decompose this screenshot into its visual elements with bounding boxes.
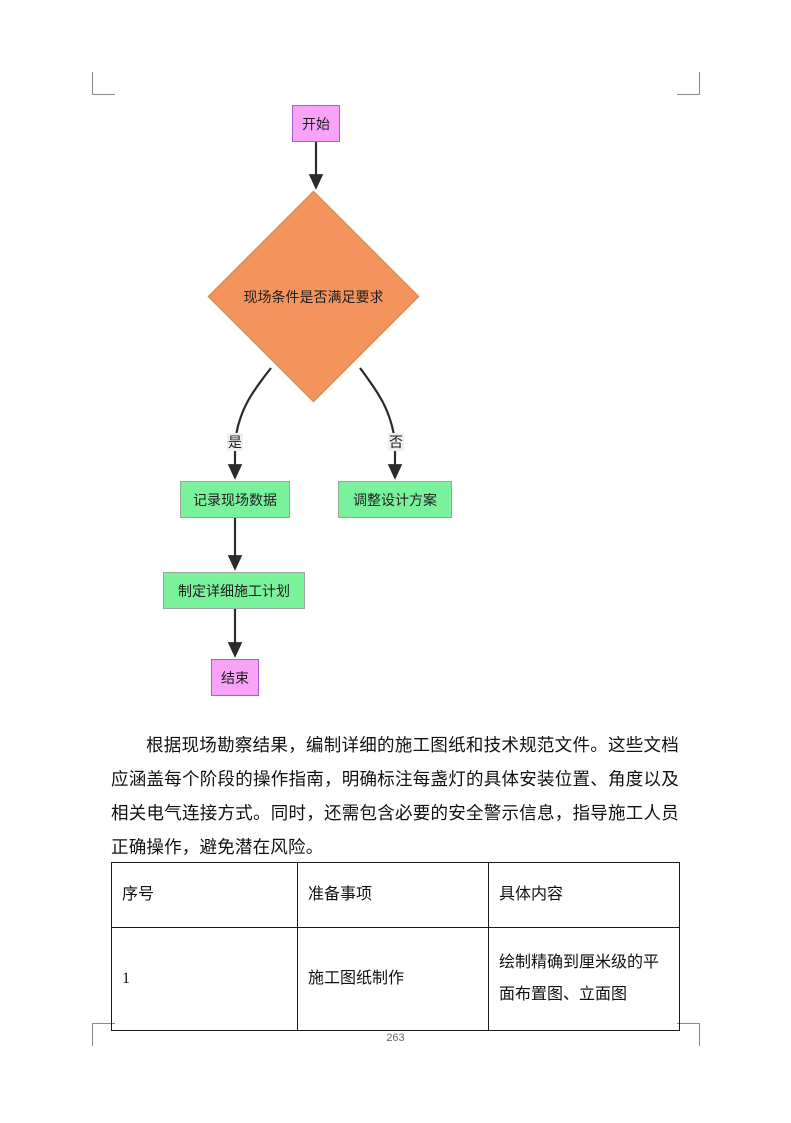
flow-node-start[interactable]: 开始 xyxy=(292,105,340,142)
flow-node-plan-label: 制定详细施工计划 xyxy=(178,582,290,599)
table-row: 1 施工图纸制作 绘制精确到厘米级的平面布置图、立面图 xyxy=(111,927,680,1031)
preparation-table: 序号 准备事项 具体内容 1 施工图纸制作 绘制精确到厘米级的平面布置图、立面图 xyxy=(111,862,680,1031)
flowchart-diagram: 开始 现场条件是否满足要求 是 否 记录现场数据 调整设计方案 制定详细施工计划… xyxy=(163,105,452,696)
flow-node-decision[interactable]: 现场条件是否满足要求 xyxy=(207,190,420,403)
flow-node-decision-label-wrap: 现场条件是否满足要求 xyxy=(207,190,420,403)
flow-edge-label-yes: 是 xyxy=(227,433,243,451)
table-header-detail: 具体内容 xyxy=(488,862,680,928)
table-header-index: 序号 xyxy=(111,862,298,928)
table-header-row: 序号 准备事项 具体内容 xyxy=(111,862,680,928)
flow-node-start-label: 开始 xyxy=(302,115,330,132)
table-cell-item: 施工图纸制作 xyxy=(297,927,489,1031)
table-header-item: 准备事项 xyxy=(297,862,489,928)
flow-node-decision-label: 现场条件是否满足要求 xyxy=(243,288,384,305)
diamond-shape xyxy=(207,190,420,403)
flow-node-record[interactable]: 记录现场数据 xyxy=(180,481,290,518)
flow-node-record-label: 记录现场数据 xyxy=(193,491,277,508)
flow-node-plan[interactable]: 制定详细施工计划 xyxy=(163,572,305,609)
table-cell-index: 1 xyxy=(111,927,298,1031)
flow-node-adjust[interactable]: 调整设计方案 xyxy=(338,481,452,518)
body-paragraph: 根据现场勘察结果，编制详细的施工图纸和技术规范文件。这些文档应涵盖每个阶段的操作… xyxy=(111,734,679,857)
flow-edge-label-no: 否 xyxy=(388,433,404,451)
page-number: 263 xyxy=(386,1032,405,1044)
flow-node-end-label: 结束 xyxy=(221,669,249,686)
flow-node-adjust-label: 调整设计方案 xyxy=(353,491,437,508)
table-cell-detail: 绘制精确到厘米级的平面布置图、立面图 xyxy=(488,927,680,1031)
flow-node-end[interactable]: 结束 xyxy=(211,659,259,696)
